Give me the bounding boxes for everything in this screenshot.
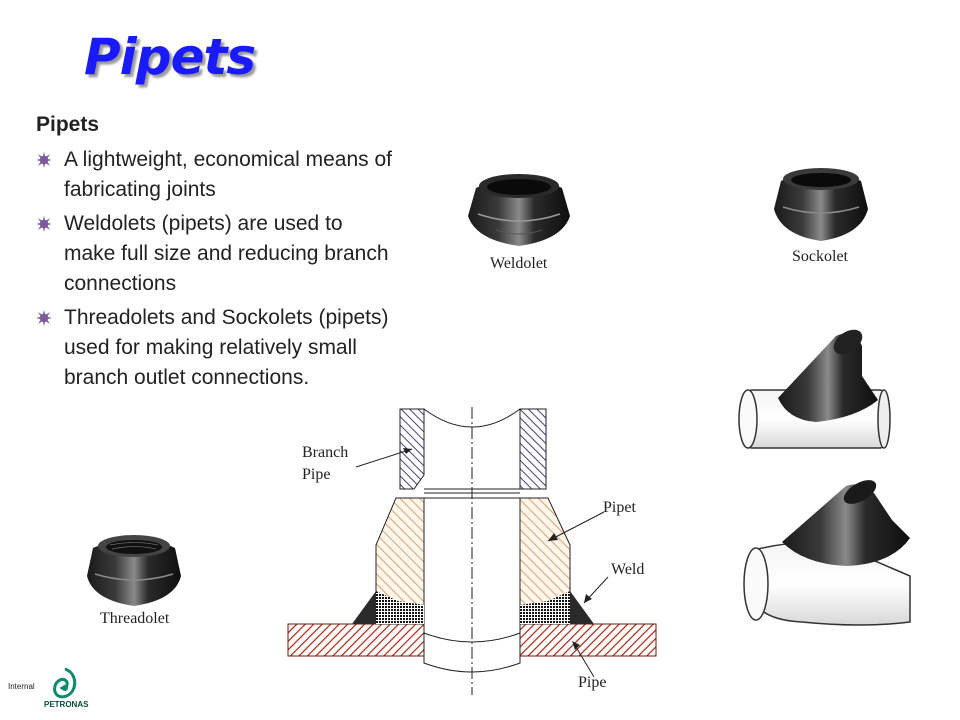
bullet-list: A lightweight, economical means of fabri… (36, 145, 396, 397)
weld-right (570, 591, 594, 624)
pipe-wall-left (287, 623, 425, 657)
petronas-logo-icon (53, 667, 77, 699)
brand-name: PETRONAS (44, 700, 89, 709)
weldolet-on-pipe-image (743, 480, 911, 626)
subheading: Pipets (36, 113, 100, 136)
sockolet-image (774, 168, 868, 241)
bullet-item: Threadolets and Sockolets (pipets) used … (36, 303, 396, 393)
bullet-text: Threadolets and Sockolets (pipets) used … (64, 306, 389, 389)
pipet-cross-section-diagram (287, 407, 657, 695)
bullet-item: Weldolets (pipets) are used to make full… (36, 209, 396, 299)
starburst-bullet-icon (36, 216, 52, 232)
starburst-bullet-icon (36, 152, 52, 168)
starburst-bullet-icon (36, 310, 52, 326)
threadolet-caption: Threadolet (100, 610, 170, 627)
bullet-text: A lightweight, economical means of fabri… (64, 148, 393, 201)
pipe-label: Pipe (578, 674, 607, 691)
slide-title: Pipets (84, 28, 256, 86)
weld-label: Weld (611, 561, 645, 578)
branch-pipe-wall-right (519, 408, 547, 490)
pipet-label: Pipet (603, 499, 636, 516)
weld-left-dots (376, 591, 424, 624)
pipe-wall-right (519, 623, 657, 657)
bullet-text: Weldolets (pipets) are used to make full… (64, 212, 389, 295)
weld-left (352, 591, 376, 624)
threadolet-image (87, 535, 181, 606)
weldolet-image (468, 174, 570, 246)
bullet-item: A lightweight, economical means of fabri… (36, 145, 396, 205)
classification-label: Internal (8, 682, 35, 691)
weldolet-caption: Weldolet (490, 255, 548, 272)
sockolet-caption: Sockolet (792, 248, 848, 265)
sockolet-on-pipe-image (738, 329, 891, 449)
weld-right-dots (520, 591, 570, 624)
branch-pipe-label: Branch Pipe (302, 444, 349, 483)
